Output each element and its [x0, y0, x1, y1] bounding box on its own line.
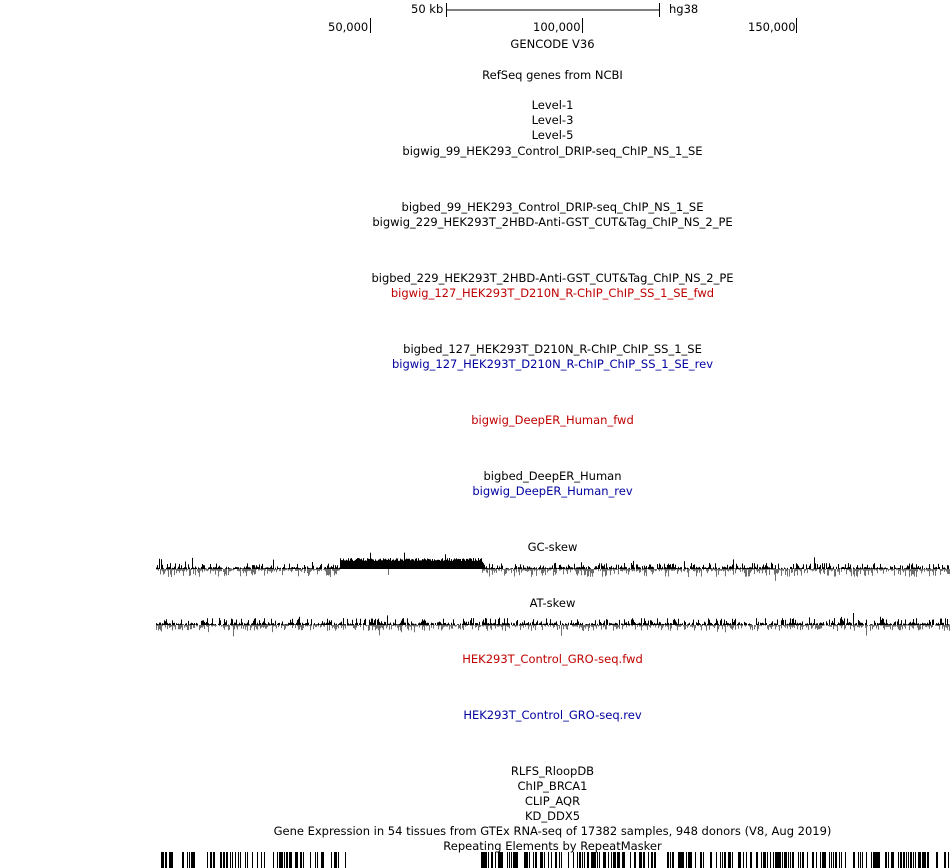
track-label-at-skew[interactable]: AT-skew [529, 596, 576, 610]
track-label-rlfs[interactable]: RLFS_RloopDB [510, 764, 595, 778]
scale-bar [446, 3, 660, 17]
track-label-bigbed-99[interactable]: bigbed_99_HEK293_Control_DRIP-seq_ChIP_N… [401, 200, 704, 214]
repeat-element-bars [161, 852, 949, 868]
ruler-tick-label: 100,000 [533, 20, 581, 34]
track-label-refseq[interactable]: RefSeq genes from NCBI [482, 68, 623, 82]
track-label-kd-ddx5[interactable]: KD_DDX5 [524, 809, 581, 823]
ruler-tick-label: 150,000 [748, 20, 796, 34]
positive-signal [156, 552, 949, 569]
assembly-label: hg38 [669, 2, 699, 16]
track-label-deeper-bed[interactable]: bigbed_DeepER_Human [483, 469, 622, 483]
track-label-gencode[interactable]: GENCODE V36 [510, 37, 595, 51]
track-label-bigwig-99[interactable]: bigwig_99_HEK293_Control_DRIP-seq_ChIP_N… [402, 144, 703, 158]
ruler-ticks [370, 18, 797, 33]
positive-signal [156, 613, 950, 625]
track-label-bigbed-127[interactable]: bigbed_127_HEK293T_D210N_R-ChIP_ChIP_SS_… [403, 342, 702, 356]
ruler-tick-label: 50,000 [328, 20, 369, 34]
track-label-gtex[interactable]: Gene Expression in 54 tissues from GTEx … [273, 824, 832, 838]
negative-signal [156, 569, 950, 581]
track-label-clip-aqr[interactable]: CLIP_AQR [524, 794, 581, 808]
at-skew-signal[interactable] [156, 608, 950, 650]
scale-label: 50 kb [411, 2, 444, 16]
track-label-level1[interactable]: Level-1 [531, 98, 574, 112]
track-label-level5[interactable]: Level-5 [531, 128, 574, 142]
gc-skew-signal[interactable] [156, 552, 950, 594]
track-label-bigwig-229[interactable]: bigwig_229_HEK293T_2HBD-Anti-GST_CUT&Tag… [372, 215, 733, 229]
track-label-level3[interactable]: Level-3 [531, 113, 574, 127]
track-label-gro-rev[interactable]: HEK293T_Control_GRO-seq.rev [463, 708, 642, 722]
negative-signal [156, 625, 950, 637]
track-label-bigwig-127-fwd[interactable]: bigwig_127_HEK293T_D210N_R-ChIP_ChIP_SS_… [390, 286, 715, 300]
track-label-gc-skew[interactable]: GC-skew [527, 540, 578, 554]
track-label-bigbed-229[interactable]: bigbed_229_HEK293T_2HBD-Anti-GST_CUT&Tag… [371, 271, 734, 285]
repeatmasker-features[interactable] [156, 852, 950, 868]
track-label-deeper-rev[interactable]: bigwig_DeepER_Human_rev [472, 484, 633, 498]
track-label-deeper-fwd[interactable]: bigwig_DeepER_Human_fwd [471, 413, 634, 427]
track-label-gro-fwd[interactable]: HEK293T_Control_GRO-seq.fwd [462, 652, 643, 666]
track-label-repeatmasker[interactable]: Repeating Elements by RepeatMasker [443, 839, 662, 853]
track-label-chip-brca1[interactable]: ChIP_BRCA1 [517, 779, 588, 793]
track-label-bigwig-127-rev[interactable]: bigwig_127_HEK293T_D210N_R-ChIP_ChIP_SS_… [391, 357, 714, 371]
